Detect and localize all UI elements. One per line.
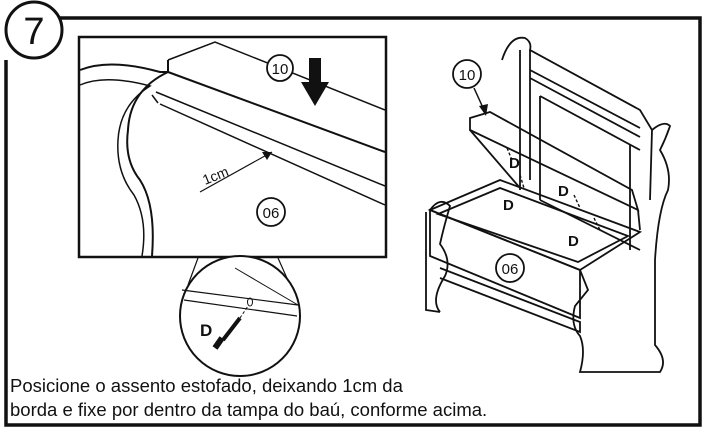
assembly-seat-label: 10 xyxy=(459,67,476,84)
detail-part-label: 06 xyxy=(263,205,280,222)
caption-line-1: Posicione o assento estofado, deixando 1… xyxy=(10,375,403,396)
outer-frame xyxy=(4,16,702,427)
step-number: 7 xyxy=(23,11,44,53)
step-badge: 7 xyxy=(4,0,64,60)
assembly-screw-marks xyxy=(506,147,601,231)
assembly-screw-label-2: D xyxy=(503,197,514,214)
detail-seat-label: 10 xyxy=(272,61,289,78)
detail-closeup: 1cm 10 06 xyxy=(77,35,388,259)
screw-closeup: D xyxy=(179,255,301,377)
screw-icon xyxy=(212,297,253,350)
down-arrow-icon xyxy=(301,58,329,106)
assembly-screw-label-1: D xyxy=(509,155,520,172)
assembly-screw-label-3: D xyxy=(558,183,569,200)
bench-assembly xyxy=(425,36,672,373)
instruction-caption: Posicione o assento estofado, deixando 1… xyxy=(10,374,700,422)
caption-line-2: borda e fixe por dentro da tampa do baú,… xyxy=(10,399,488,420)
assembly-panel-label: 06 xyxy=(502,261,519,278)
screw-label: D xyxy=(200,321,212,340)
assembly-screw-label-4: D xyxy=(568,233,579,250)
